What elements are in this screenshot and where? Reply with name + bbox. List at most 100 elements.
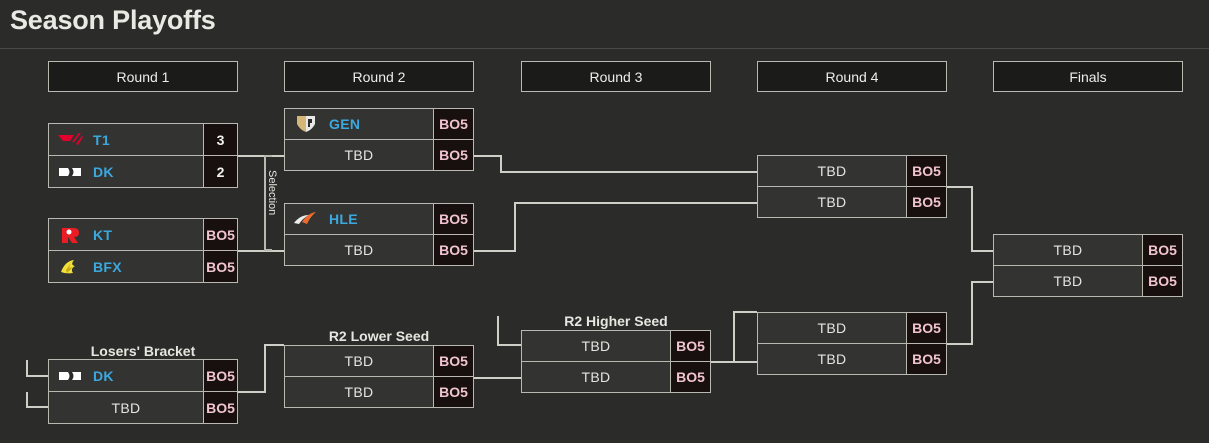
match-r1-m1[interactable]: T1 3 DK 2: [48, 123, 238, 188]
match-row[interactable]: TBD BO5: [49, 391, 237, 423]
team-slot[interactable]: TBD: [285, 377, 433, 407]
connector: [971, 282, 973, 344]
team-name: DK: [93, 163, 114, 180]
match-row[interactable]: DK 2: [49, 155, 237, 187]
match-row[interactable]: TBD BO5: [522, 361, 710, 392]
match-row[interactable]: HLE BO5: [285, 204, 473, 234]
match-r2-m2[interactable]: HLE BO5 TBD BO5: [284, 203, 474, 266]
team-name: TBD: [817, 194, 847, 210]
format-badge: BO5: [670, 331, 710, 361]
match-row[interactable]: TBD BO5: [285, 234, 473, 265]
kt-logo: [57, 225, 83, 245]
match-r2-higher-seed[interactable]: TBD BO5 TBD BO5: [521, 330, 711, 393]
r2-higher-seed-label: R2 Higher Seed: [564, 313, 668, 329]
connector: [238, 391, 266, 393]
match-row[interactable]: DK BO5: [49, 360, 237, 391]
match-row[interactable]: T1 3: [49, 124, 237, 155]
connector: [971, 250, 993, 252]
team-name: BFX: [93, 258, 122, 275]
format-badge: BO5: [433, 109, 473, 139]
selection-bracket-line: [264, 155, 272, 157]
team-slot[interactable]: TBD: [994, 235, 1142, 265]
connector: [474, 250, 516, 252]
team-name: TBD: [344, 384, 374, 400]
match-r1-m2[interactable]: KT BO5 BFX BO5: [48, 218, 238, 283]
match-row[interactable]: KT BO5: [49, 219, 237, 250]
connector: [474, 155, 502, 157]
match-r1-losers[interactable]: DK BO5 TBD BO5: [48, 359, 238, 424]
team-name: TBD: [817, 351, 847, 367]
match-row[interactable]: TBD BO5: [758, 343, 946, 374]
format-badge: BO5: [906, 156, 946, 186]
team-slot[interactable]: KT: [49, 219, 203, 250]
match-row[interactable]: BFX BO5: [49, 250, 237, 282]
team-name: KT: [93, 226, 113, 243]
connector: [947, 343, 973, 345]
connector: [500, 171, 757, 173]
team-name: GEN: [329, 116, 361, 132]
match-r4-lower[interactable]: TBD BO5 TBD BO5: [757, 312, 947, 375]
team-slot[interactable]: TBD: [758, 313, 906, 343]
team-slot[interactable]: TBD: [285, 140, 433, 170]
team-slot[interactable]: TBD: [758, 187, 906, 217]
team-slot[interactable]: TBD: [522, 331, 670, 361]
match-row[interactable]: TBD BO5: [994, 235, 1182, 265]
team-slot[interactable]: DK: [49, 360, 203, 391]
format-badge: BO5: [433, 346, 473, 376]
match-r2-m1[interactable]: GEN BO5 TBD BO5: [284, 108, 474, 171]
team-slot[interactable]: DK: [49, 156, 203, 187]
match-finals[interactable]: TBD BO5 TBD BO5: [993, 234, 1183, 297]
match-row[interactable]: TBD BO5: [758, 186, 946, 217]
selection-bracket-line: [264, 249, 272, 251]
connector: [514, 203, 516, 252]
connector: [474, 377, 521, 379]
connector: [266, 155, 284, 157]
match-row[interactable]: GEN BO5: [285, 109, 473, 139]
connector: [26, 406, 48, 408]
connector: [26, 375, 48, 377]
format-badge: BO5: [906, 313, 946, 343]
match-row[interactable]: TBD BO5: [522, 331, 710, 361]
format-badge: BO5: [906, 344, 946, 374]
match-row[interactable]: TBD BO5: [758, 313, 946, 343]
team-slot[interactable]: TBD: [285, 235, 433, 265]
match-r2-lower-seed[interactable]: TBD BO5 TBD BO5: [284, 345, 474, 408]
team-slot[interactable]: TBD: [758, 156, 906, 186]
team-slot[interactable]: TBD: [49, 392, 203, 423]
team-slot[interactable]: HLE: [285, 204, 433, 234]
format-badge: BO5: [1142, 266, 1182, 296]
match-row[interactable]: TBD BO5: [758, 156, 946, 186]
connector: [971, 281, 993, 283]
team-name: TBD: [344, 242, 374, 258]
team-slot[interactable]: T1: [49, 124, 203, 155]
selection-label: Selection: [266, 170, 278, 216]
match-row[interactable]: TBD BO5: [994, 265, 1182, 296]
round-header-round-3[interactable]: Round 3: [521, 61, 711, 92]
team-slot[interactable]: TBD: [994, 266, 1142, 296]
team-slot[interactable]: TBD: [758, 344, 906, 374]
team-name: TBD: [344, 353, 374, 369]
connector: [266, 250, 284, 252]
connector: [711, 361, 757, 363]
connector: [264, 345, 266, 392]
round-header-round-4[interactable]: Round 4: [757, 61, 947, 92]
match-r4-upper[interactable]: TBD BO5 TBD BO5: [757, 155, 947, 218]
match-row[interactable]: TBD BO5: [285, 376, 473, 407]
team-slot[interactable]: TBD: [522, 362, 670, 392]
team-slot[interactable]: TBD: [285, 346, 433, 376]
connector: [947, 186, 973, 188]
team-slot[interactable]: GEN: [285, 109, 433, 139]
round-header-finals[interactable]: Finals: [993, 61, 1183, 92]
round-header-round-2[interactable]: Round 2: [284, 61, 474, 92]
selection-bracket: [264, 155, 282, 251]
round-header-round-1[interactable]: Round 1: [48, 61, 238, 92]
team-name: DK: [93, 367, 114, 384]
format-badge: BO5: [670, 362, 710, 392]
connector: [971, 186, 973, 251]
page-title: Season Playoffs: [10, 5, 216, 35]
match-row[interactable]: TBD BO5: [285, 139, 473, 170]
match-row[interactable]: TBD BO5: [285, 346, 473, 376]
dk-logo: [57, 162, 83, 182]
team-slot[interactable]: BFX: [49, 251, 203, 282]
format-badge: BO5: [203, 219, 237, 250]
